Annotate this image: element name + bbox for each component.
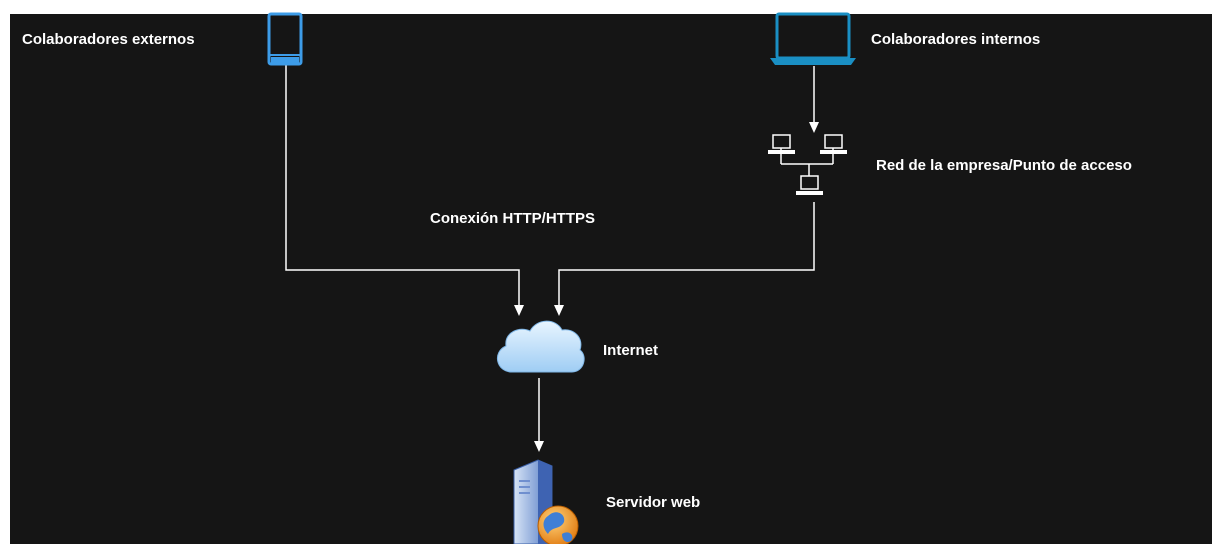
external-collaborators-label: Colaboradores externos [22, 31, 195, 48]
internet-label: Internet [603, 342, 659, 359]
cloud-icon [497, 320, 585, 373]
arrowhead-internet-to-server [534, 441, 544, 452]
laptop-icon [770, 12, 856, 65]
diagram-background [10, 14, 1212, 544]
connectors [285, 64, 815, 444]
web-server-label: Servidor web [606, 494, 701, 511]
connection-label: Conexión HTTP/HTTPS [430, 210, 595, 227]
edge-network-to-internet [558, 202, 815, 308]
internal-collaborators-label: Colaboradores internos [871, 31, 1041, 48]
smartphone-icon [267, 12, 303, 66]
arrowheads [514, 122, 819, 452]
company-network-label: Red de la empresa/Punto de acceso [876, 157, 1132, 174]
arrowhead-network-to-internet [554, 305, 564, 316]
arrowhead-external-to-internet [514, 305, 524, 316]
arrowhead-internal-to-network [809, 122, 819, 133]
web-server-icon [513, 459, 579, 544]
edge-external-to-internet [285, 64, 520, 308]
network-icon [768, 134, 847, 195]
